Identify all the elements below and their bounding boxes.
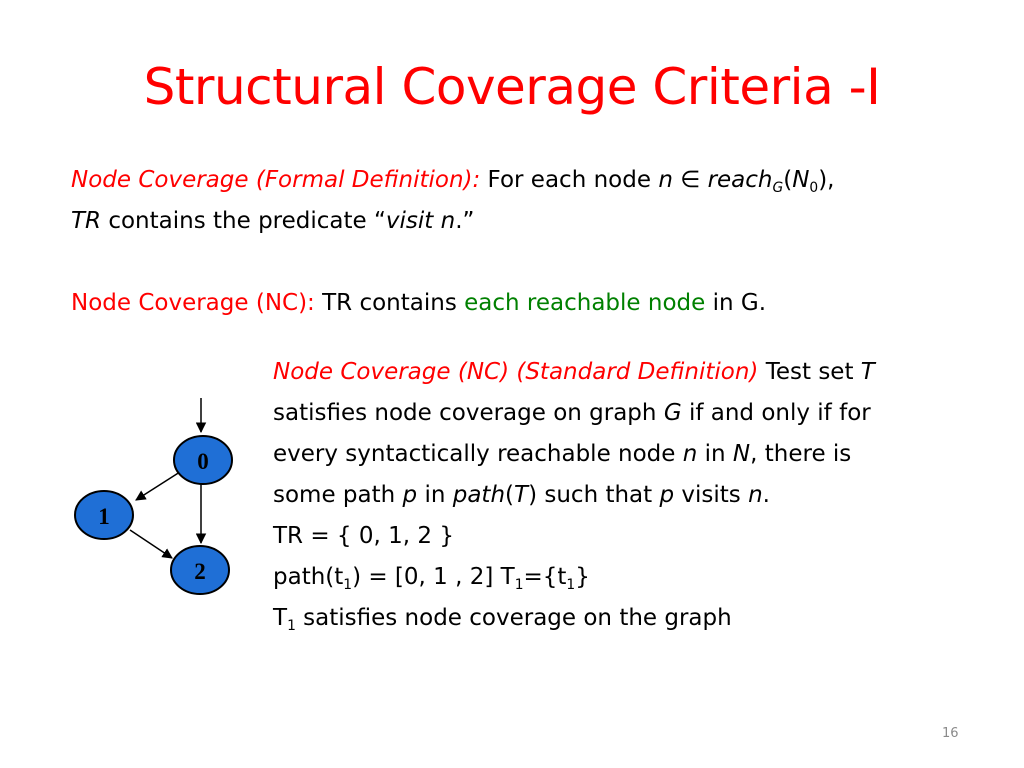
nc-label: Node Coverage (NC): [71, 290, 315, 316]
text: path(t [273, 564, 344, 590]
text: in G. [705, 290, 767, 316]
subscript: 1 [566, 576, 576, 593]
node-label: 0 [197, 449, 209, 474]
text: visits [674, 482, 749, 508]
var: G [663, 400, 682, 426]
var: path [452, 482, 506, 508]
formal-definition: Node Coverage (Formal Definition): For e… [71, 160, 834, 242]
text: contains the predicate “ [101, 208, 386, 234]
var: p [402, 482, 418, 508]
graph-node-0: 0 [173, 435, 233, 485]
std-line-4: some path p in path(T) such that p visit… [273, 475, 875, 516]
standard-definition-label: Node Coverage (NC) (Standard Definition) [273, 359, 759, 385]
satisfies-line: T1 satisfies node coverage on the graph [273, 598, 875, 639]
var: T [514, 482, 529, 508]
text: ( [783, 167, 793, 193]
subscript: 1 [287, 617, 296, 634]
subscript: 1 [343, 576, 353, 593]
nc-definition: Node Coverage (NC): TR contains each rea… [71, 283, 766, 324]
subscript: 1 [514, 576, 524, 593]
text: T [273, 605, 288, 631]
page-number: 16 [942, 726, 959, 741]
subscript: 0 [809, 179, 819, 196]
var: n [682, 441, 698, 467]
subscript: G [772, 179, 784, 196]
std-line-1: Node Coverage (NC) (Standard Definition)… [273, 352, 875, 393]
text: TR contains [314, 290, 465, 316]
text: some path [273, 482, 403, 508]
text: .” [455, 208, 475, 234]
text: ∈ [672, 167, 708, 193]
std-line-2: satisfies node coverage on graph G if an… [273, 393, 875, 434]
text: if and only if for [681, 400, 871, 426]
var: n [748, 482, 763, 508]
var: reach [707, 167, 773, 193]
text: satisfies node coverage on the graph [295, 605, 732, 631]
text: every syntactically reachable node [273, 441, 683, 467]
var: n [658, 167, 673, 193]
text: , there is [750, 441, 852, 467]
var: T [860, 359, 875, 385]
var: visit n [385, 208, 456, 234]
text: satisfies node coverage on graph [273, 400, 664, 426]
node-label: 1 [98, 504, 110, 529]
formal-definition-line-2: TR contains the predicate “visit n.” [71, 201, 834, 242]
var: TR [71, 208, 102, 234]
graph-node-1: 1 [74, 490, 134, 540]
text: in [417, 482, 453, 508]
edge-0-1 [135, 469, 184, 501]
slide-title: Structural Coverage Criteria -I [143, 58, 881, 116]
nc-highlight: each reachable node [464, 290, 706, 316]
text: } [575, 564, 590, 590]
text: ) such that [528, 482, 660, 508]
std-line-3: every syntactically reachable node n in … [273, 434, 875, 475]
standard-definition: Node Coverage (NC) (Standard Definition)… [273, 352, 875, 639]
path-line: path(t1) = [0, 1 , 2] T1={t1} [273, 557, 875, 598]
text: ={t [523, 564, 567, 590]
text: ( [505, 482, 515, 508]
var: N [792, 167, 810, 193]
text: . [762, 482, 770, 508]
text: in [697, 441, 733, 467]
text: ) = [0, 1 , 2] T [352, 564, 515, 590]
edge-1-2 [129, 529, 173, 559]
tr-line: TR = { 0, 1, 2 } [273, 523, 454, 549]
var: N [732, 441, 751, 467]
node-label: 2 [194, 559, 206, 584]
var: p [659, 482, 675, 508]
formal-definition-label: Node Coverage (Formal Definition): [71, 167, 481, 193]
graph-node-2: 2 [170, 545, 230, 595]
text: ), [818, 167, 835, 193]
text: For each node [480, 167, 659, 193]
text: Test set [758, 359, 861, 385]
formal-definition-line-1: Node Coverage (Formal Definition): For e… [71, 160, 834, 201]
